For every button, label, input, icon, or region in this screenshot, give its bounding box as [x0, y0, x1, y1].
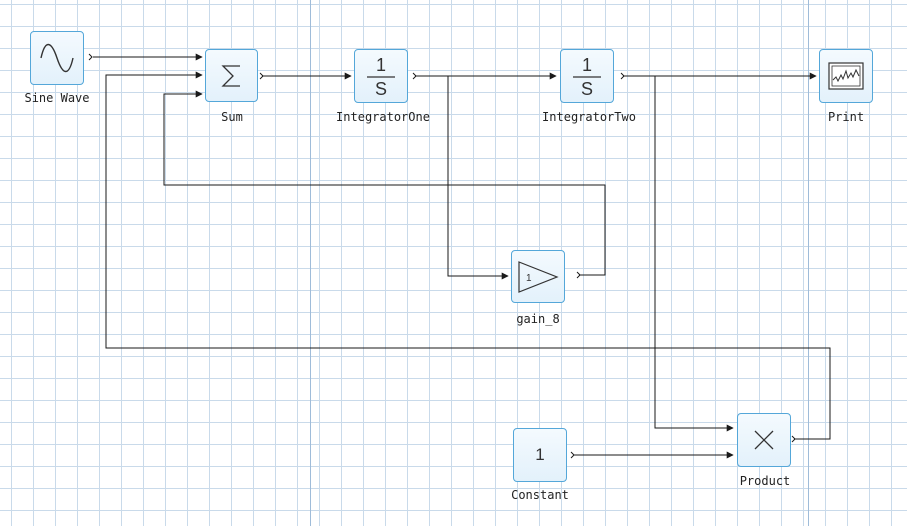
constant-label: Constant [511, 488, 569, 502]
product-label: Product [739, 474, 791, 488]
wire-integratortwo-to-product[interactable] [654, 76, 734, 432]
product-block[interactable] [737, 413, 791, 467]
gain-value: 1 [526, 273, 532, 284]
sine-wave-icon [40, 43, 74, 73]
output-port-icon [88, 53, 93, 61]
print-label: Print [827, 110, 865, 124]
wire-product-to-sum[interactable] [105, 71, 831, 440]
sigma-icon [220, 64, 240, 87]
scope-icon [828, 62, 864, 90]
output-port-icon [412, 72, 417, 80]
wire-integratorone-to-gain[interactable] [447, 76, 509, 280]
integrator-one-denominator: S [375, 79, 387, 98]
gain-block[interactable]: 1 [511, 250, 565, 303]
sum-label: Sum [221, 110, 243, 124]
page-break-line [310, 0, 311, 526]
integrator-one-label: IntegratorOne [336, 110, 430, 124]
constant-value: 1 [535, 445, 545, 464]
output-port-icon [570, 451, 575, 459]
output-port-icon [576, 271, 581, 279]
print-block[interactable] [819, 49, 873, 103]
output-port-icon [259, 72, 264, 80]
integrator-two-label: IntegratorTwo [542, 110, 636, 124]
integrator-two-numerator: 1 [582, 55, 592, 75]
gain-label: gain_8 [516, 312, 560, 326]
integrator-icon: 1 S [573, 55, 601, 98]
sine-wave-label: Sine Wave [24, 91, 90, 105]
integrator-one-block[interactable]: 1 S [354, 49, 408, 103]
output-port-icon [791, 435, 796, 443]
page-break-line [808, 0, 809, 526]
integrator-icon: 1 S [367, 55, 395, 98]
gain-triangle-icon: 1 [518, 260, 559, 293]
integrator-two-denominator: S [581, 79, 593, 98]
constant-block[interactable]: 1 [513, 428, 567, 482]
sum-block[interactable] [205, 49, 258, 102]
wire-gain-to-sum[interactable] [163, 90, 606, 276]
sine-wave-block[interactable] [30, 31, 84, 85]
multiply-icon [754, 430, 774, 450]
integrator-two-block[interactable]: 1 S [560, 49, 614, 103]
output-port-icon [620, 72, 625, 80]
integrator-one-numerator: 1 [376, 55, 386, 75]
